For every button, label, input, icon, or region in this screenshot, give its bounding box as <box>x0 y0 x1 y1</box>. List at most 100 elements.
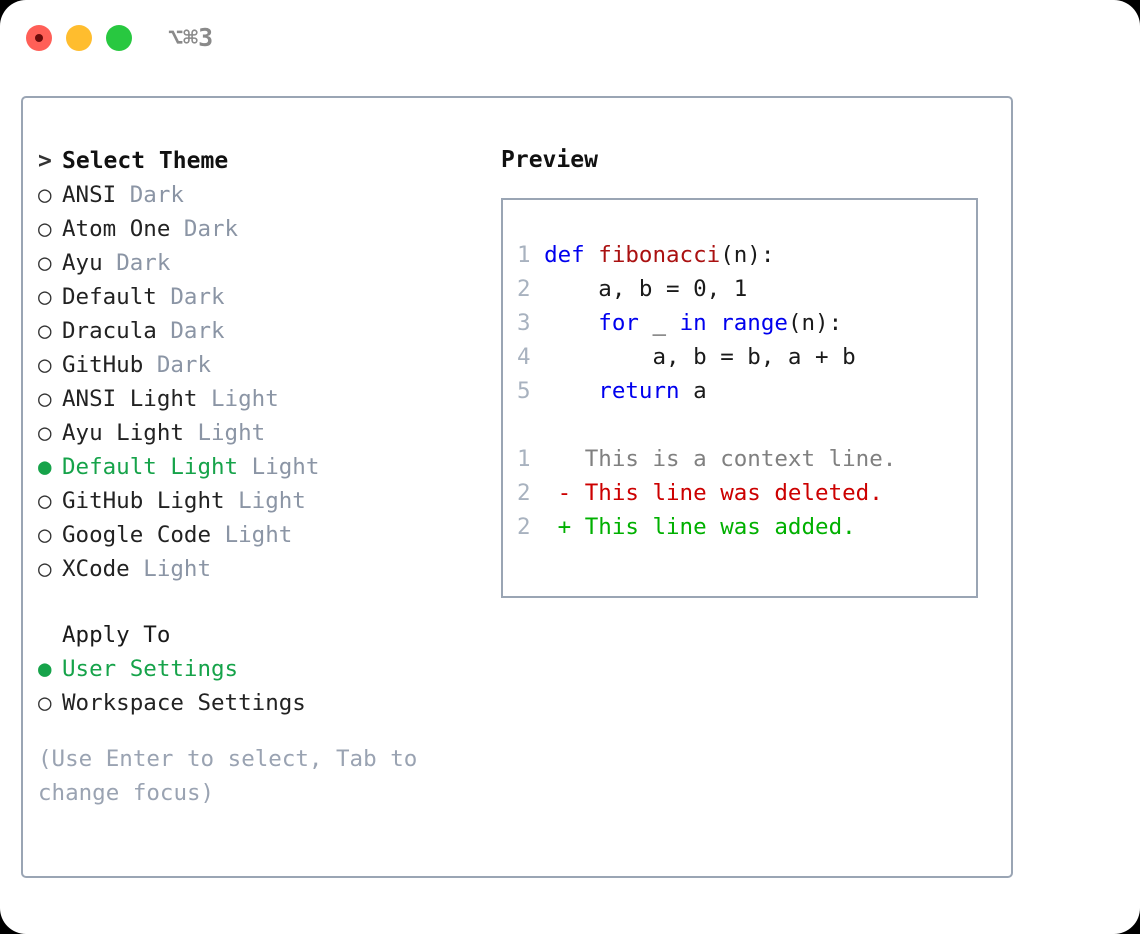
radio-unselected-icon: ○ <box>38 420 52 446</box>
code-token: a, b = b, a + b <box>544 344 856 370</box>
theme-list-header-label: Select Theme <box>62 148 229 174</box>
theme-option-category: Light <box>143 556 212 582</box>
title-bar: ⌥⌘3 <box>0 0 1140 80</box>
theme-option-category: Dark <box>156 352 212 378</box>
code-token: (n): <box>787 310 843 336</box>
theme-selector-panel: > Select Theme ○ ANSI Dark ○ Atom One Dark ○ A… <box>21 96 1013 878</box>
theme-option-label: GitHub Light <box>62 488 225 514</box>
radio-unselected-icon: ○ <box>38 216 52 242</box>
code-line: 5 return a <box>517 374 896 408</box>
hint-line-2: change focus) <box>38 780 215 806</box>
theme-option-github[interactable]: ○ GitHub Dark <box>38 348 478 382</box>
radio-unselected-icon: ○ <box>38 488 52 514</box>
code-line-number: 2 <box>517 514 545 540</box>
theme-option-category: Light <box>224 522 293 548</box>
theme-option-xcode[interactable]: ○ XCode Light <box>38 552 478 586</box>
theme-option-dracula[interactable]: ○ Dracula Dark <box>38 314 478 348</box>
preview-title: Preview <box>501 147 598 173</box>
theme-option-ayu-light[interactable]: ○ Ayu Light Light <box>38 416 478 450</box>
theme-option-category: Light <box>238 488 306 514</box>
theme-option-label: Ayu Light <box>62 420 184 446</box>
code-token <box>544 378 598 404</box>
apply-to-option-label: Workspace Settings <box>62 690 306 716</box>
section-spacer <box>38 586 478 618</box>
window-controls <box>26 25 132 51</box>
diff-text: This line was added. <box>571 514 856 540</box>
theme-option-category: Dark <box>183 216 239 242</box>
theme-option-category: Dark <box>116 250 171 276</box>
theme-option-ayu[interactable]: ○ Ayu Dark <box>38 246 478 280</box>
theme-option-google-code[interactable]: ○ Google Code Light <box>38 518 478 552</box>
hint-line-1: (Use Enter to select, Tab to <box>38 746 418 772</box>
radio-unselected-icon: ○ <box>38 284 52 310</box>
preview-column: Preview 1 def fibonacci(n):2 a, b = 0, 1… <box>501 144 1001 598</box>
theme-option-category: Light <box>251 454 320 480</box>
theme-option-category: Dark <box>170 318 225 344</box>
theme-option-category: Dark <box>129 182 184 208</box>
theme-option-default-light[interactable]: ●Default Light Light <box>38 450 478 484</box>
theme-option-ansi-light[interactable]: ○ ANSI Light Light <box>38 382 478 416</box>
theme-option-label: ANSI <box>62 182 117 208</box>
theme-option-label: Dracula <box>62 318 157 344</box>
radio-selected-icon: ● <box>38 656 52 682</box>
minimize-button-icon[interactable] <box>66 25 92 51</box>
theme-option-github-light[interactable]: ○ GitHub Light Light <box>38 484 478 518</box>
code-blank-line <box>517 408 896 442</box>
diff-text: This line was deleted. <box>571 480 883 506</box>
diff-text: This is a context line. <box>571 446 897 472</box>
theme-list-header: > Select Theme <box>38 144 478 178</box>
apply-to-option-user-settings[interactable]: ● User Settings <box>38 652 478 686</box>
code-token: for <box>598 310 639 336</box>
radio-unselected-icon: ○ <box>38 182 52 208</box>
theme-option-label: Ayu <box>62 250 103 276</box>
code-line-number: 2 <box>517 276 545 302</box>
prompt-caret-icon: > <box>38 148 52 174</box>
theme-option-label: Default Light <box>62 454 239 480</box>
radio-unselected-icon: ○ <box>38 556 52 582</box>
radio-unselected-icon: ○ <box>38 250 52 276</box>
theme-option-label: Atom One <box>62 216 171 242</box>
radio-unselected-icon: ○ <box>38 522 52 548</box>
theme-option-ansi[interactable]: ○ ANSI Dark <box>38 178 478 212</box>
radio-unselected-icon: ○ <box>38 318 52 344</box>
close-button-icon[interactable] <box>26 25 52 51</box>
radio-unselected-icon: ○ <box>38 386 52 412</box>
code-line-number: 1 <box>517 242 545 268</box>
code-line: 3 for _ in range(n): <box>517 306 896 340</box>
code-token <box>544 310 598 336</box>
code-token: _ <box>638 310 680 336</box>
diff-sign <box>544 446 571 472</box>
diff-line: 2 + This line was added. <box>517 510 896 544</box>
theme-option-category: Light <box>211 386 279 412</box>
theme-list-column: > Select Theme ○ ANSI Dark ○ Atom One Dark ○ A… <box>38 144 478 810</box>
code-token: a, b = 0, 1 <box>544 276 748 302</box>
apply-to-heading-marker <box>38 618 51 652</box>
code-line-number: 4 <box>517 344 545 370</box>
theme-option-atom-one[interactable]: ○ Atom One Dark <box>38 212 478 246</box>
maximize-button-icon[interactable] <box>106 25 132 51</box>
apply-to-option-workspace-settings[interactable]: ○Workspace Settings <box>38 686 478 720</box>
code-line: 2 a, b = 0, 1 <box>517 272 896 306</box>
apply-to-heading-label: Apply To <box>62 622 171 648</box>
diff-line: 1 This is a context line. <box>517 442 896 476</box>
theme-option-label: Default <box>62 284 157 310</box>
code-token: def <box>544 242 599 268</box>
theme-option-label: XCode <box>62 556 130 582</box>
code-line-number: 5 <box>517 378 545 404</box>
theme-option-label: Google Code <box>62 522 212 548</box>
diff-line: 2 - This line was deleted. <box>517 476 896 510</box>
theme-option-category: Light <box>197 420 266 446</box>
apply-to-option-label: User Settings <box>62 656 239 682</box>
code-token: a <box>679 378 707 404</box>
theme-option-label: ANSI Light <box>62 386 198 412</box>
code-line: 1 def fibonacci(n): <box>517 238 896 272</box>
code-line-number: 2 <box>517 480 545 506</box>
theme-option-label: GitHub <box>62 352 144 378</box>
diff-sign: - <box>544 480 572 506</box>
apply-to-heading: Apply To <box>38 618 478 652</box>
radio-unselected-icon: ○ <box>38 352 52 378</box>
theme-option-default[interactable]: ○Default Dark <box>38 280 478 314</box>
